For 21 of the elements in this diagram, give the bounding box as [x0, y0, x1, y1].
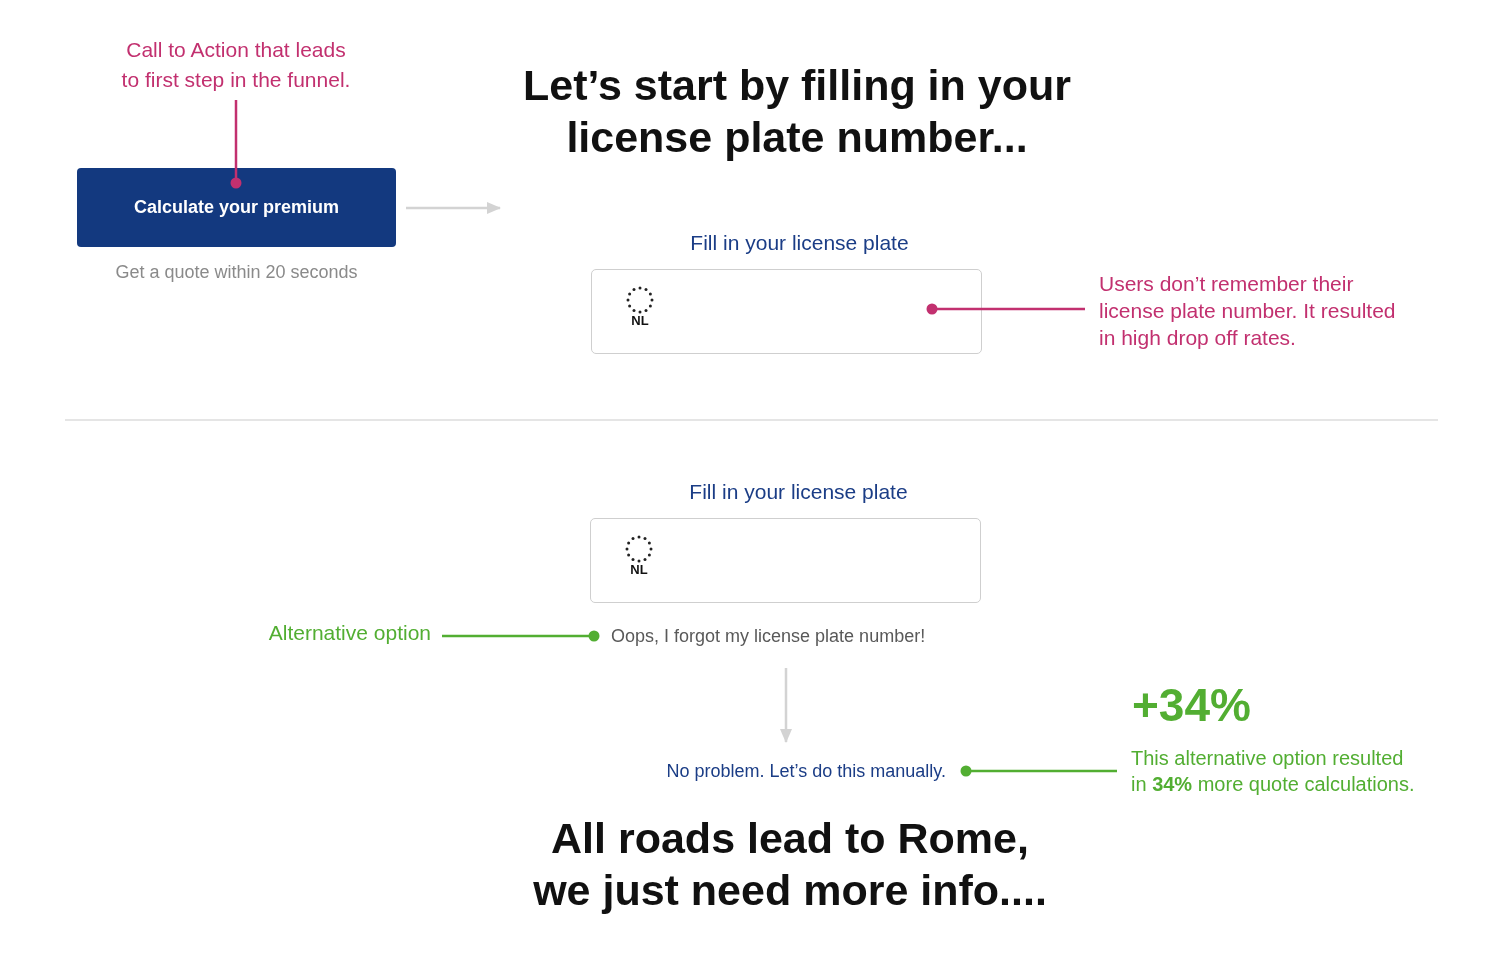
country-code: NL [630, 312, 650, 330]
leader-line [960, 765, 1117, 777]
annotation-text: Alternative option [268, 620, 431, 646]
field-label: Fill in your license plate [688, 479, 909, 505]
calculate-button: Calculate your premium [77, 168, 396, 247]
annotation-text: This alternative option resulted in 34% more quote calculations. [1131, 745, 1421, 797]
country-code: NL [629, 561, 649, 579]
annotation-text: Users don’t remember their license plate number. It resulted in high drop off rates. [1099, 270, 1407, 351]
arrow [780, 668, 792, 743]
message-text: No problem. Let’s do this manually. [666, 759, 946, 783]
page-heading: Let’s start by filling in your license plate number... [522, 60, 1072, 163]
helper-text: Get a quote within 20 seconds [114, 261, 359, 284]
closing-heading: All roads lead to Rome, we just need more info.... [532, 813, 1048, 916]
leader-line [442, 630, 600, 642]
link-text: Oops, I forgot my license plate number! [611, 624, 926, 648]
field-label: Fill in your license plate [689, 230, 910, 256]
arrow [406, 202, 501, 214]
stat-figure: +34% [1132, 679, 1251, 731]
annotation-text: Call to Action that leads to first step in the funnel. [118, 35, 354, 95]
leader-line [230, 100, 242, 189]
leader-line [926, 303, 1085, 315]
